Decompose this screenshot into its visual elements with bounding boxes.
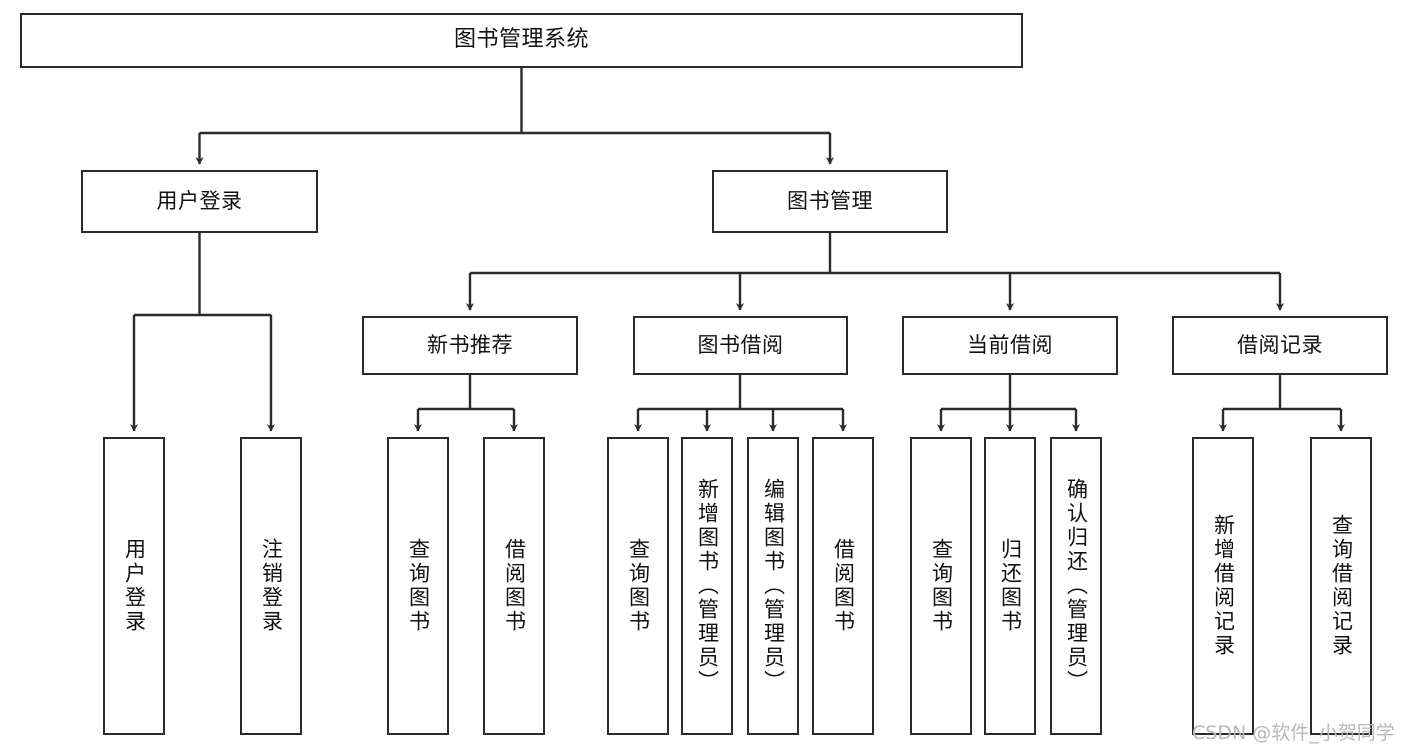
node-leaf-query-book-3-label: 查询图书 <box>929 538 954 634</box>
node-leaf-confirm-return-label: 确认归还（管理员） <box>1064 478 1089 694</box>
node-leaf-add-borrow-record[interactable]: 新增借阅记录 <box>1192 437 1254 735</box>
node-leaf-return-book-label: 归还图书 <box>998 538 1023 634</box>
node-new-book-recommend[interactable]: 新书推荐 <box>362 316 578 375</box>
node-leaf-edit-book-label: 编辑图书（管理员） <box>761 478 786 694</box>
node-borrow-record[interactable]: 借阅记录 <box>1172 316 1388 375</box>
node-leaf-borrow-book-1-label: 借阅图书 <box>502 538 527 634</box>
node-leaf-add-book[interactable]: 新增图书（管理员） <box>681 437 733 735</box>
node-leaf-borrow-book-1[interactable]: 借阅图书 <box>483 437 545 735</box>
node-leaf-return-book[interactable]: 归还图书 <box>984 437 1036 735</box>
csdn-watermark: CSDN @软件_小贺同学 <box>1192 722 1395 744</box>
node-leaf-query-borrow-record-label: 查询借阅记录 <box>1329 514 1354 658</box>
node-leaf-query-borrow-record[interactable]: 查询借阅记录 <box>1310 437 1372 735</box>
node-leaf-add-borrow-record-label: 新增借阅记录 <box>1211 514 1236 658</box>
node-leaf-query-book-2[interactable]: 查询图书 <box>607 437 669 735</box>
node-user-login[interactable]: 用户登录 <box>81 170 318 233</box>
node-leaf-query-book-1[interactable]: 查询图书 <box>387 437 449 735</box>
node-current-borrow[interactable]: 当前借阅 <box>902 316 1118 375</box>
node-leaf-user-login-label: 用户登录 <box>122 538 147 634</box>
node-borrow-record-label: 借阅记录 <box>1237 332 1323 357</box>
node-book-borrow[interactable]: 图书借阅 <box>633 316 848 375</box>
node-book-manage-label: 图书管理 <box>787 188 873 213</box>
node-leaf-add-book-label: 新增图书（管理员） <box>695 478 720 694</box>
node-leaf-user-login[interactable]: 用户登录 <box>103 437 165 735</box>
node-book-manage[interactable]: 图书管理 <box>712 170 948 233</box>
node-leaf-user-logout-label: 注销登录 <box>259 538 284 634</box>
node-root[interactable]: 图书管理系统 <box>20 13 1023 68</box>
node-root-label: 图书管理系统 <box>453 27 589 53</box>
node-new-book-recommend-label: 新书推荐 <box>427 332 513 357</box>
node-leaf-query-book-1-label: 查询图书 <box>406 538 431 634</box>
node-leaf-confirm-return[interactable]: 确认归还（管理员） <box>1050 437 1102 735</box>
node-current-borrow-label: 当前借阅 <box>967 332 1053 357</box>
node-leaf-borrow-book-2-label: 借阅图书 <box>831 538 856 634</box>
node-leaf-user-logout[interactable]: 注销登录 <box>240 437 302 735</box>
node-leaf-borrow-book-2[interactable]: 借阅图书 <box>812 437 874 735</box>
node-leaf-query-book-3[interactable]: 查询图书 <box>910 437 972 735</box>
node-book-borrow-label: 图书借阅 <box>697 332 784 357</box>
node-leaf-edit-book[interactable]: 编辑图书（管理员） <box>747 437 799 735</box>
node-leaf-query-book-2-label: 查询图书 <box>626 538 651 634</box>
node-user-login-label: 用户登录 <box>156 188 243 213</box>
